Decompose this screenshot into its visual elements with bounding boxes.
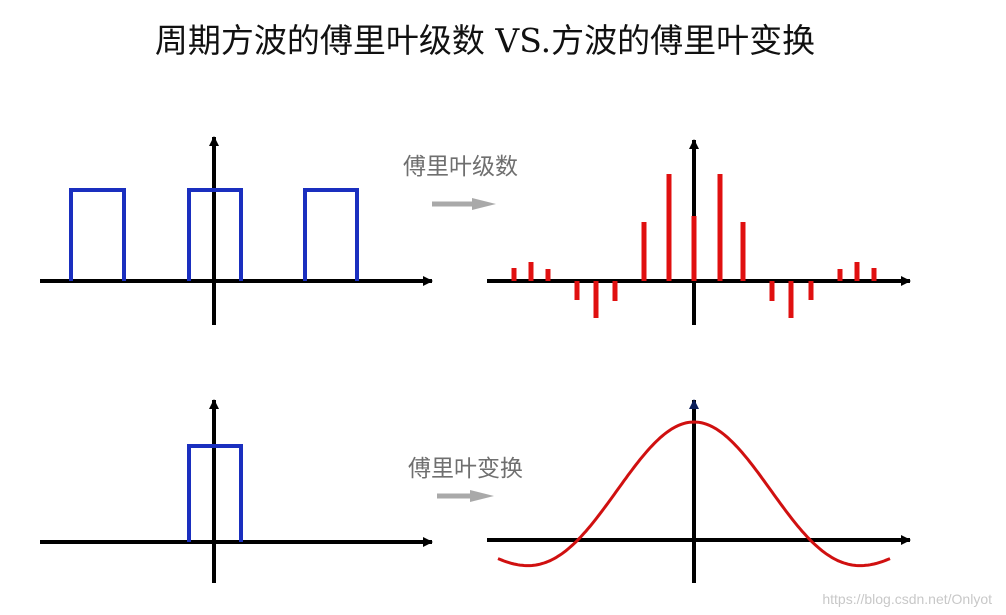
right-arrow-icon — [437, 490, 494, 502]
periodic-square-wave-plot — [40, 136, 433, 325]
square-pulse-left — [69, 188, 126, 281]
transform-caption: 傅里叶变换 — [408, 456, 523, 482]
transform-transition: 傅里叶变换 — [408, 456, 523, 502]
sinc-curve — [497, 420, 891, 568]
square-pulse-center — [187, 188, 243, 281]
watermark: https://blog.csdn.net/Onlyot — [822, 591, 992, 607]
square-pulse-right — [303, 188, 359, 281]
right-arrow-icon — [432, 198, 496, 210]
series-caption: 傅里叶级数 — [403, 154, 518, 180]
figure-title: 周期方波的傅里叶级数 VS.方波的傅里叶变换 — [154, 21, 816, 60]
single-pulse-plot — [40, 399, 433, 583]
series-transition: 傅里叶级数 — [403, 154, 518, 210]
fourier-transform-spectrum-plot — [487, 399, 911, 583]
fourier-series-spectrum-plot — [487, 139, 911, 325]
spectral-lines — [511, 174, 877, 318]
square-pulse — [187, 444, 243, 542]
